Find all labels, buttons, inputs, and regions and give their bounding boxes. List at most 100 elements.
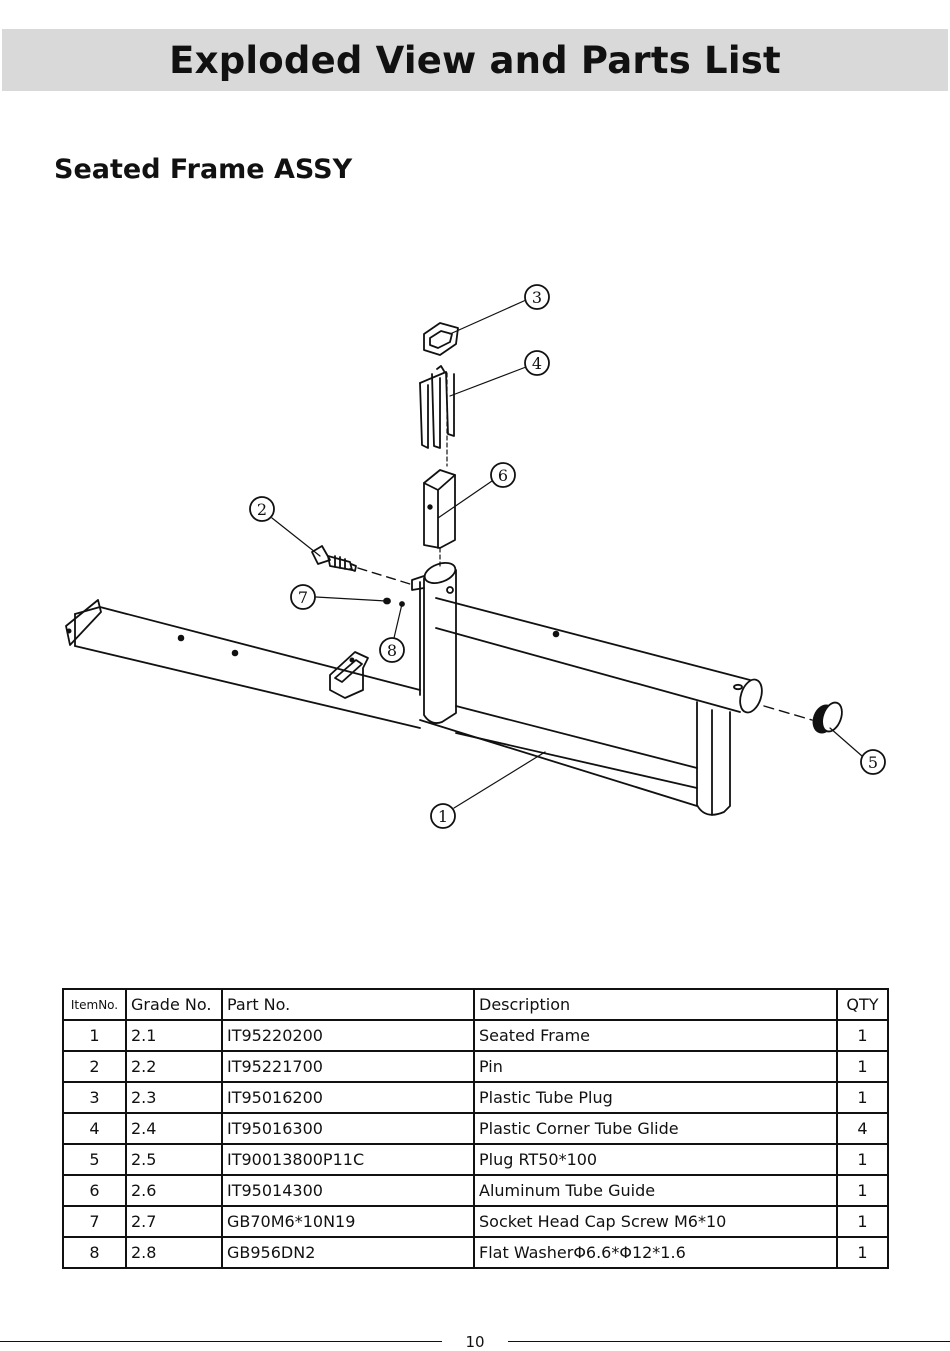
tube-glide-part — [419, 365, 455, 449]
glide-top — [419, 365, 447, 384]
svg-text:3: 3 — [532, 288, 542, 307]
svg-text:7: 7 — [298, 588, 308, 607]
header-qty: QTY — [836, 988, 889, 1021]
svg-text:1: 1 — [438, 807, 448, 826]
cell-grade-no: 2.4 — [125, 1112, 223, 1145]
leader-lines — [271, 299, 863, 809]
svg-text:2: 2 — [257, 500, 267, 519]
cell-qty: 1 — [836, 1143, 889, 1176]
callout-7: 7 — [290, 584, 316, 610]
callout-8: 8 — [379, 637, 405, 663]
pin-assembly-line — [357, 567, 411, 585]
callout-1: 1 — [430, 803, 456, 829]
frame-bracket — [329, 651, 369, 699]
table-row: 5 2.5 IT90013800P11C Plug RT50*100 1 — [62, 1143, 889, 1176]
pin-tip — [349, 563, 357, 572]
header-item-no: ItemNo. — [62, 988, 127, 1021]
glide-left — [419, 382, 429, 449]
tube-hole — [552, 630, 560, 638]
plug-inner — [429, 330, 453, 349]
cell-description: Plug RT50*100 — [473, 1143, 838, 1176]
cross-tube-top-edge — [435, 597, 751, 681]
cell-grade-no: 2.3 — [125, 1081, 223, 1114]
pin-part — [311, 545, 411, 585]
guide-hole — [427, 504, 433, 510]
callout-3: 3 — [524, 284, 550, 310]
table-row: 8 2.8 GB956DN2 Flat WasherΦ6.6*Φ12*1.6 1 — [62, 1236, 889, 1269]
cell-item-no: 3 — [62, 1081, 127, 1114]
screw-washer-parts — [383, 597, 405, 607]
tube-plug-part — [423, 322, 459, 356]
footer-rule-left — [0, 1341, 442, 1342]
table-row: 4 2.4 IT95016300 Plastic Corner Tube Gli… — [62, 1112, 889, 1145]
cell-qty: 4 — [836, 1112, 889, 1145]
cell-part-no: IT95221700 — [221, 1050, 475, 1083]
tube-hole — [231, 649, 239, 657]
table-row: 7 2.7 GB70M6*10N19 Socket Head Cap Screw… — [62, 1205, 889, 1238]
table-row: 3 2.3 IT95016200 Plastic Tube Plug 1 — [62, 1081, 889, 1114]
cell-part-no: GB70M6*10N19 — [221, 1205, 475, 1238]
cell-part-no: IT95220200 — [221, 1019, 475, 1052]
cell-part-no: IT95016300 — [221, 1112, 475, 1145]
post-pin-hole — [446, 586, 454, 594]
front-tube-bottom-right — [455, 732, 698, 789]
cell-item-no: 6 — [62, 1174, 127, 1207]
cell-item-no: 4 — [62, 1112, 127, 1145]
cell-item-no: 7 — [62, 1205, 127, 1238]
end-plug-part — [763, 701, 843, 734]
table-row: 1 2.1 IT95220200 Seated Frame 1 — [62, 1019, 889, 1052]
cell-item-no: 8 — [62, 1236, 127, 1269]
pin-knob — [311, 545, 331, 565]
cell-description: Socket Head Cap Screw M6*10 — [473, 1205, 838, 1238]
cell-qty: 1 — [836, 1081, 889, 1114]
cell-part-no: IT90013800P11C — [221, 1143, 475, 1176]
cell-qty: 1 — [836, 1205, 889, 1238]
table-header-row: ItemNo. Grade No. Part No. Description Q… — [62, 988, 889, 1021]
front-tube-bottom-edge — [419, 719, 698, 807]
cell-part-no: IT95016200 — [221, 1081, 475, 1114]
frame-end-plate — [65, 599, 102, 646]
plug-outer — [423, 322, 459, 356]
header-description: Description — [473, 988, 838, 1021]
table-row: 2 2.2 IT95221700 Pin 1 — [62, 1050, 889, 1083]
cell-item-no: 5 — [62, 1143, 127, 1176]
front-tube-top-right — [455, 705, 698, 769]
cell-part-no: IT95014300 — [221, 1174, 475, 1207]
section-subtitle: Seated Frame ASSY — [54, 154, 353, 185]
cell-qty: 1 — [836, 1174, 889, 1207]
page-title: Exploded View and Parts List — [169, 38, 781, 82]
cell-description: Flat WasherΦ6.6*Φ12*1.6 — [473, 1236, 838, 1269]
glide-center — [431, 373, 441, 449]
cell-item-no: 1 — [62, 1019, 127, 1052]
bracket-hole — [349, 657, 355, 663]
cross-tube-end — [739, 678, 763, 714]
header-part-no: Part No. — [221, 988, 475, 1021]
cell-description: Aluminum Tube Guide — [473, 1174, 838, 1207]
guide-edges — [423, 474, 456, 549]
table-row: 6 2.6 IT95014300 Aluminum Tube Guide 1 — [62, 1174, 889, 1207]
svg-text:8: 8 — [387, 641, 397, 660]
footer-rule-right — [508, 1341, 950, 1342]
cell-grade-no: 2.1 — [125, 1019, 223, 1052]
callout-4: 4 — [524, 350, 550, 376]
cell-qty: 1 — [836, 1236, 889, 1269]
page-number: 10 — [465, 1333, 485, 1351]
cell-description: Seated Frame — [473, 1019, 838, 1052]
exploded-view-diagram: 3 4 6 2 7 8 5 1 — [65, 284, 886, 829]
title-banner: Exploded View and Parts List — [2, 29, 948, 91]
cell-description: Pin — [473, 1050, 838, 1083]
cross-tube-end-hole — [733, 683, 743, 691]
cell-description: Plastic Tube Plug — [473, 1081, 838, 1114]
cell-qty: 1 — [836, 1050, 889, 1083]
tube-guide-part — [423, 469, 456, 549]
parts-list-table: ItemNo. Grade No. Part No. Description Q… — [62, 988, 889, 1269]
plate-hole — [66, 628, 72, 634]
cell-grade-no: 2.8 — [125, 1236, 223, 1269]
cell-part-no: GB956DN2 — [221, 1236, 475, 1269]
svg-text:4: 4 — [532, 354, 542, 373]
cell-grade-no: 2.6 — [125, 1174, 223, 1207]
svg-text:5: 5 — [868, 753, 878, 772]
callout-markers: 3 4 6 2 7 8 5 1 — [249, 284, 886, 829]
pin-threads — [334, 555, 346, 570]
callout-6: 6 — [490, 462, 516, 488]
